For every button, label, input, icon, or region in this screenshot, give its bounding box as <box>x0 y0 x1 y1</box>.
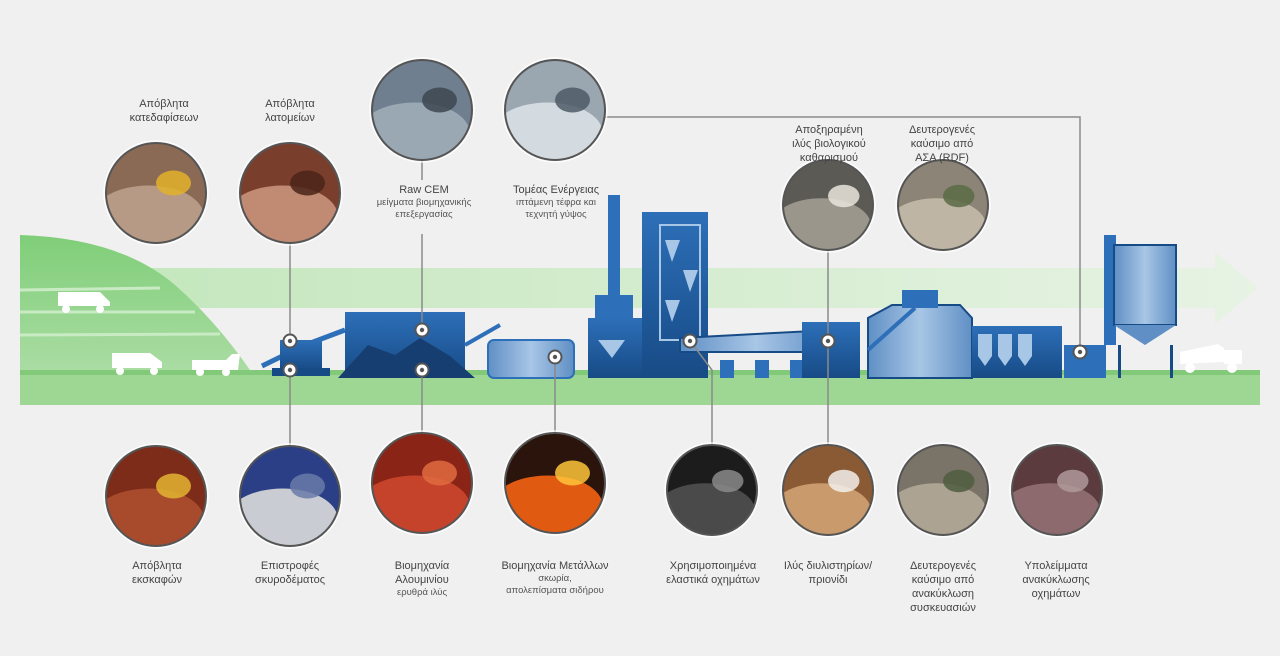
dump-truck-icon <box>112 353 162 375</box>
power-station-photo-icon <box>502 57 608 163</box>
connection-node <box>282 362 298 378</box>
raw-material-shed <box>338 312 475 378</box>
excavation-photo-icon <box>103 443 209 549</box>
source-photos <box>103 57 1105 549</box>
connection-node <box>1072 344 1088 360</box>
label-sludge: Αποξηραμένη ιλύς βιολογικού καθαρισμού <box>792 124 866 164</box>
label-vehicles: Υπολείμματα ανακύκλωσης οχημάτων <box>1022 560 1090 600</box>
shed-conveyor <box>464 323 501 347</box>
label-rdf: Δευτερογενές καύσιμο από ΑΣΑ (RDF) <box>909 124 975 164</box>
label-excavation: Απόβλητα εκσκαφών <box>131 560 182 586</box>
quarry-hill <box>19 235 250 370</box>
vehicle-residue-photo-icon <box>1009 442 1105 538</box>
concrete-plant-photo-icon <box>237 443 343 549</box>
packaging-fuel-photo-icon <box>895 442 991 538</box>
label-energy: Τομέας Ενέργειας ιπτάμενη τέφρα και τεχν… <box>512 184 600 220</box>
sawdust-photo-icon <box>780 442 876 538</box>
rdf-fuel-photo-icon <box>895 157 991 253</box>
connector-lines <box>289 116 1081 446</box>
label-quarry: Απόβλητα λατομείων <box>265 98 315 124</box>
cement-truck-icon <box>1180 344 1242 373</box>
label-concrete: Επιστροφές σκυροδέματος <box>254 560 325 586</box>
preheater-tower <box>588 195 708 378</box>
connector-tyres <box>689 340 713 445</box>
dump-truck-icon <box>58 292 110 313</box>
label-tyres: Χρησιμοποιημένα ελαστικά οχημάτων <box>666 560 760 586</box>
connector-energy <box>605 116 1081 352</box>
red-mud-photo-icon <box>369 430 475 536</box>
excavator-photo-icon <box>103 140 209 246</box>
connection-node <box>682 333 698 349</box>
industrial-plant-photo-icon <box>369 57 475 163</box>
molten-metal-photo-icon <box>502 430 608 536</box>
clinker-cooler <box>802 322 860 378</box>
label-aluminium: Βιομηχανία Αλουμινίου ερυθρά ιλύς <box>394 560 450 598</box>
storage-silo <box>1104 235 1177 378</box>
label-demolition: Απόβλητα κατεδαφίσεων <box>129 98 199 124</box>
label-metals: Βιομηχανία Μετάλλων σκωρία, απολεπίσματα… <box>501 560 609 596</box>
raw-mill <box>487 339 575 379</box>
dried-sludge-photo-icon <box>780 157 876 253</box>
connection-node <box>282 333 298 349</box>
tyres-photo-icon <box>664 442 760 538</box>
feed-conveyor <box>260 327 346 376</box>
connection-node <box>414 362 430 378</box>
label-packaging: Δευτερογενές καύσιμο από ανακύκλωση συσκ… <box>910 560 976 614</box>
cement-mill <box>866 290 973 379</box>
connection-nodes <box>282 322 1088 378</box>
connection-node <box>414 322 430 338</box>
quarry-soil-photo-icon <box>237 140 343 246</box>
loader-icon <box>192 354 240 376</box>
connection-node <box>820 333 836 349</box>
label-raw-cem: Raw CEM μείγματα βιομηχανικής επεξεργασί… <box>376 184 472 220</box>
connection-node <box>547 349 563 365</box>
label-sawdust: Ιλύς διυλιστηρίων/ πριονίδι <box>783 560 873 586</box>
